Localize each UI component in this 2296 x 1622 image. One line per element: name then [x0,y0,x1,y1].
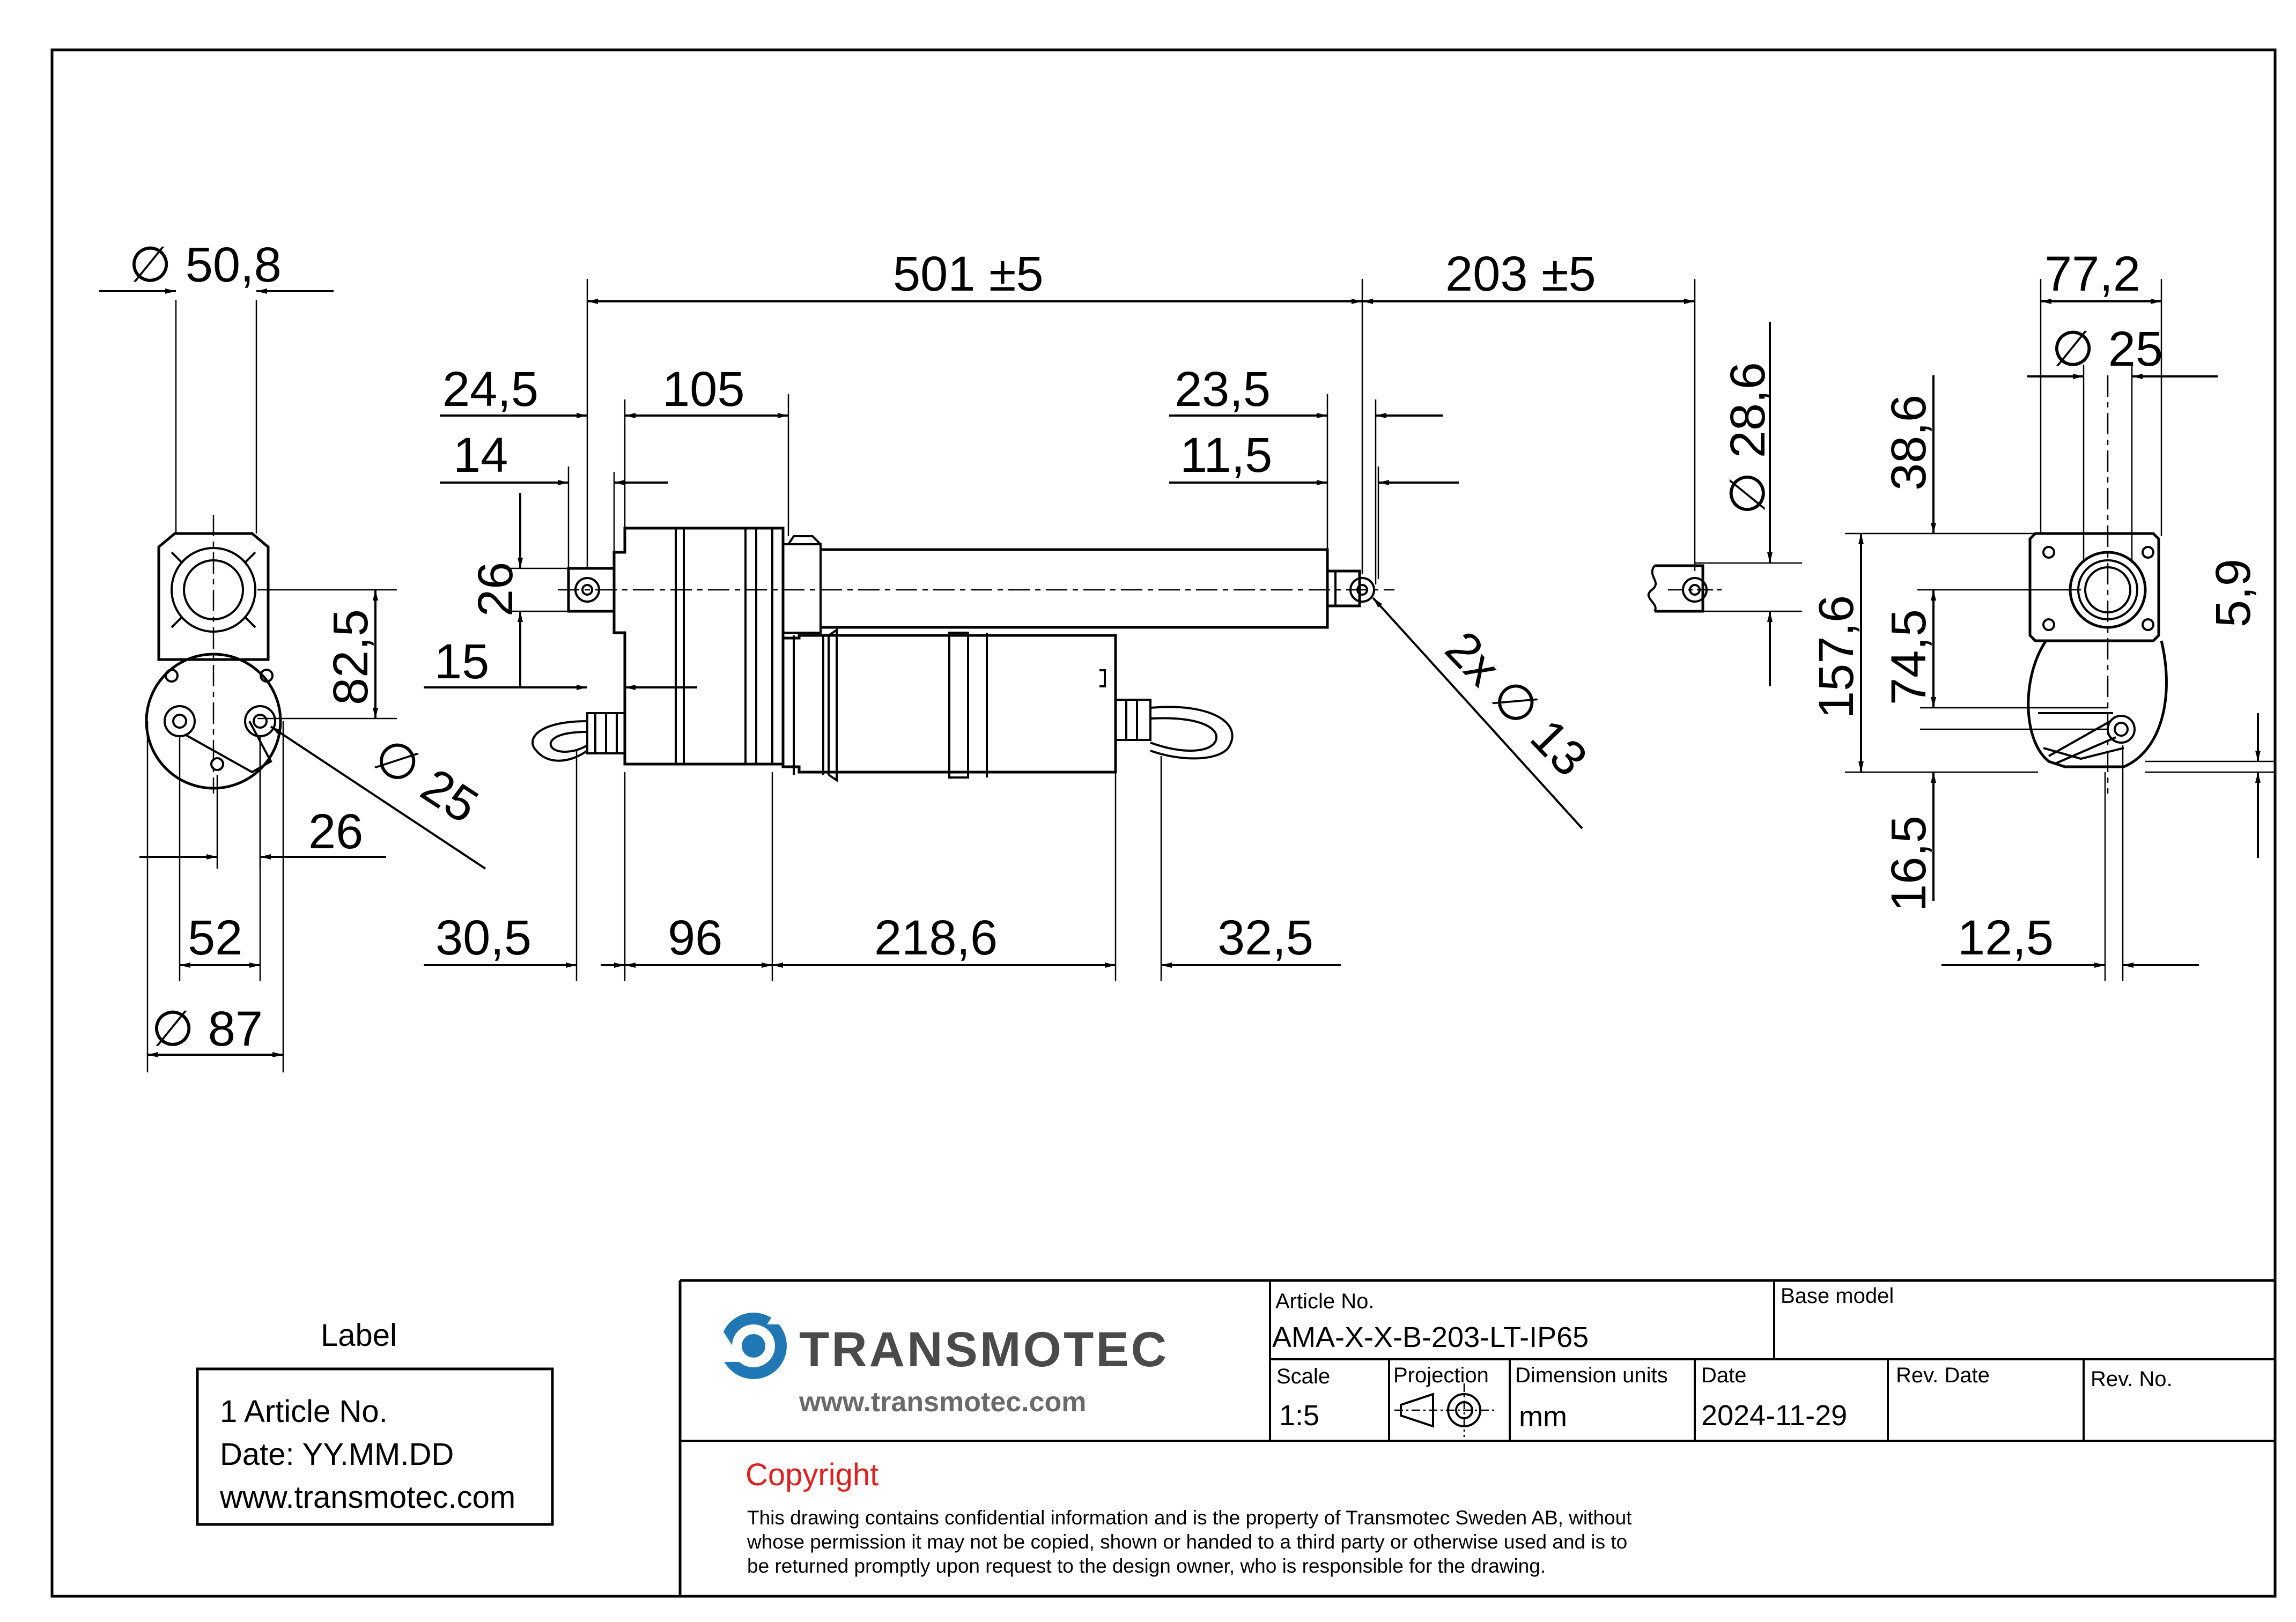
main-side-view: 501 ±5 203 ±5 24,5 105 14 23,5 11,5 26 [424,247,1696,981]
label-line-date: Date: YY.MM.DD [220,1437,454,1472]
rev-date-label: Rev. Date [1896,1364,1990,1387]
dim-96: 96 [668,910,722,965]
right-end-view: 77,2 ∅ 25 38,6 157,6 74,5 16,5 5,9 12,5 [1809,247,2274,981]
left-end-view: ∅ 50,8 82,5 ∅ 25 26 52 ∅ 87 [99,238,488,1072]
dim-32-5: 32,5 [1217,910,1313,965]
dimension-units-label: Dimension units [1515,1364,1668,1387]
rev-no-label: Rev. No. [2091,1367,2173,1391]
date-label: Date [1701,1364,1747,1387]
dim-14: 14 [453,428,508,483]
transmotec-logo [713,1308,788,1379]
brand-name: TRANSMOTEC [799,1322,1169,1377]
dim-218-6: 218,6 [874,910,998,965]
dim-diameter-28-6: ∅ 28,6 [1721,362,1775,515]
dim-2x-diameter-13: 2x ∅ 13 [1435,621,1598,787]
dim-5-9: 5,9 [2206,559,2261,627]
dim-12-5: 12,5 [1958,910,2054,965]
dim-hole-diameter-25: ∅ 25 [364,727,488,834]
dim-77-2: 77,2 [2044,247,2140,301]
scale-value: 1:5 [1279,1399,1319,1432]
article-no-value: AMA-X-X-B-203-LT-IP65 [1272,1321,1589,1353]
dim-26-vertical: 26 [468,562,523,617]
dim-diameter-25-right: ∅ 25 [2051,322,2163,376]
label-line-website: www.transmotec.com [219,1480,515,1515]
dim-82-5: 82,5 [323,609,378,705]
drawing-frame [50,48,2277,1598]
brand-website: www.transmotec.com [799,1387,1087,1418]
extended-rod-end: ∅ 28,6 [1647,322,1802,686]
dim-74-5: 74,5 [1881,609,1936,705]
dim-203: 203 ±5 [1445,247,1596,301]
label-box: Label 1 Article No. Date: YY.MM.DD www.t… [196,1318,554,1526]
projection-label: Projection [1393,1364,1489,1387]
label-line-article: 1 Article No. [220,1394,388,1429]
first-angle-projection-icon [1394,1383,1496,1437]
dim-105: 105 [662,362,745,417]
dim-15: 15 [434,634,489,689]
copyright-heading: Copyright [745,1457,878,1492]
dimension-units-value: mm [1519,1401,1567,1433]
scale-label: Scale [1276,1365,1330,1388]
dim-24-5: 24,5 [442,362,538,417]
date-value: 2024-11-29 [1701,1399,1847,1432]
dim-16-5: 16,5 [1881,816,1936,912]
dim-diameter-50-8: ∅ 50,8 [129,238,282,292]
copyright-text-line-3: be returned promptly upon request to the… [747,1555,1546,1577]
article-no-label: Article No. [1275,1290,1375,1313]
dim-30-5: 30,5 [435,910,531,965]
dim-26-horizontal: 26 [308,804,363,859]
dim-38-6: 38,6 [1881,395,1936,491]
base-model-label: Base model [1781,1284,1894,1308]
dim-157-6: 157,6 [1809,595,1864,719]
dim-diameter-87: ∅ 87 [151,1002,263,1056]
copyright-text-line-2: whose permission it may not be copied, s… [747,1531,1627,1553]
dim-11-5: 11,5 [1180,428,1272,483]
copyright-text-line-1: This drawing contains confidential infor… [747,1507,1632,1529]
dim-501: 501 ±5 [893,247,1044,301]
dim-23-5: 23,5 [1175,362,1271,417]
dim-52: 52 [188,910,242,965]
label-title: Label [321,1318,397,1353]
title-block: TRANSMOTEC www.transmotec.com Article No… [678,1279,2275,1596]
